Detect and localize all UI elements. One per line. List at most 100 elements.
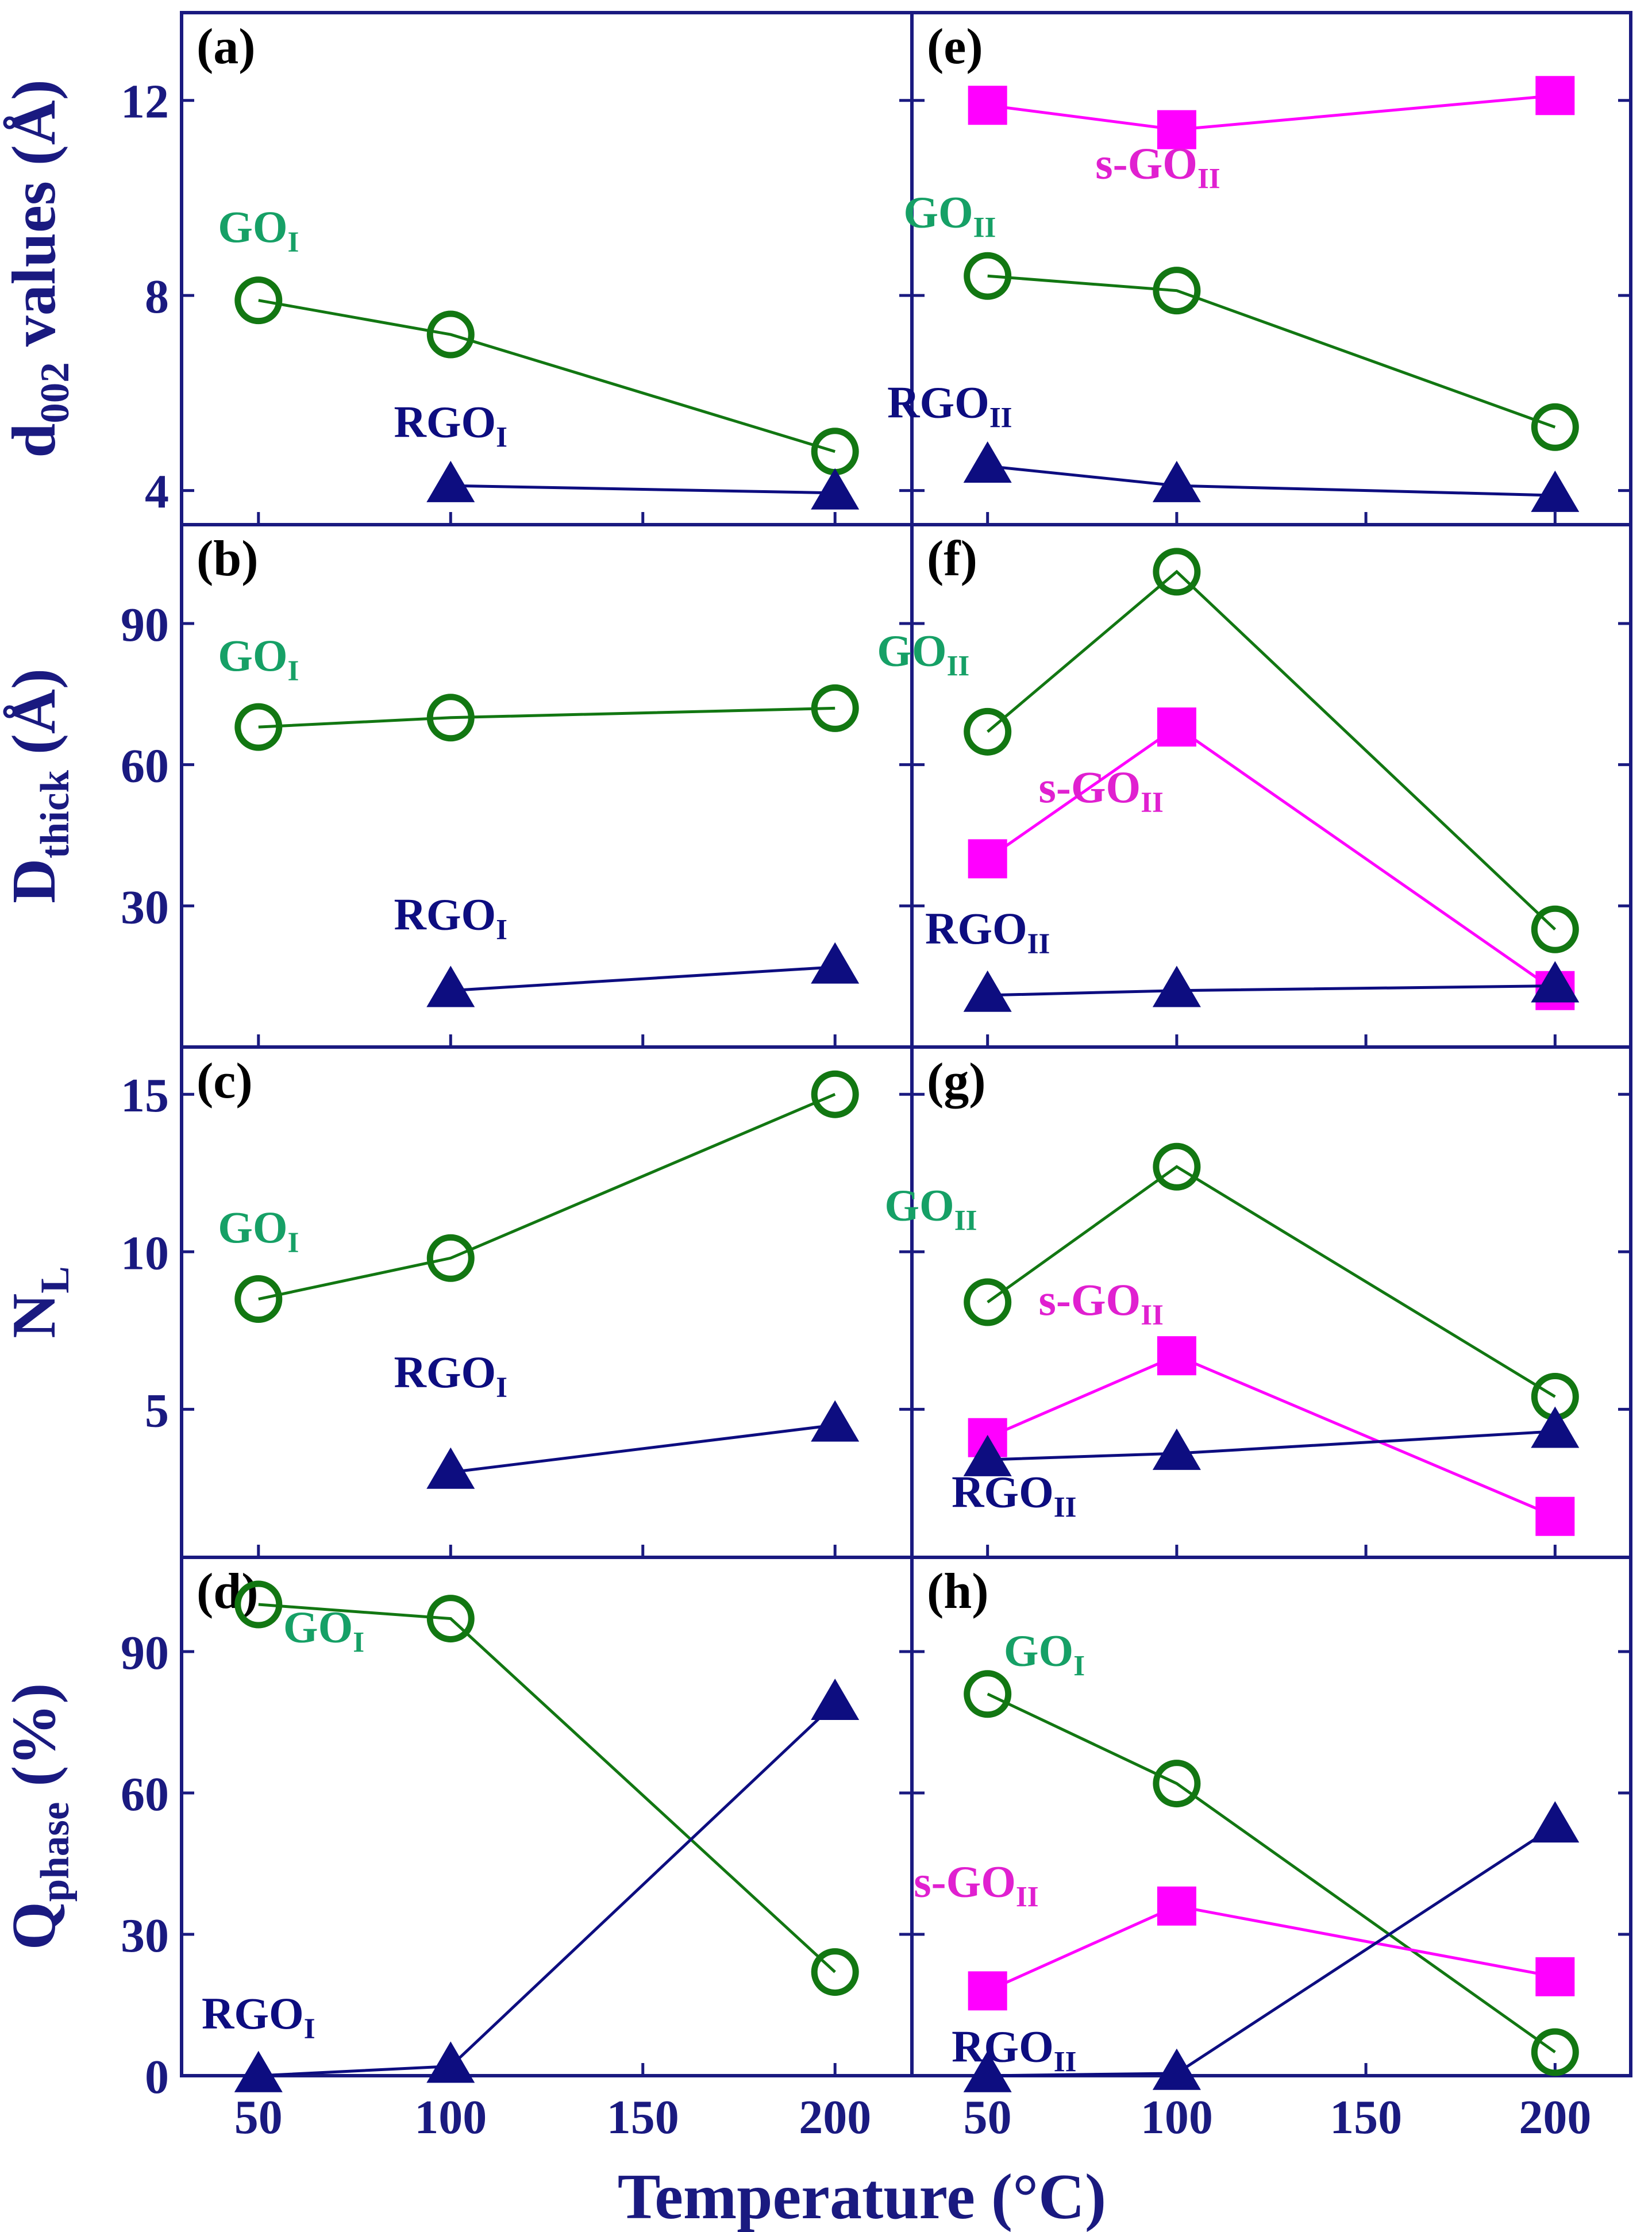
- panel-letter: (b): [197, 531, 259, 587]
- y-tick-label: 4: [145, 465, 169, 519]
- series-label: s-GOII: [1039, 762, 1164, 819]
- data-point-triangle: [811, 468, 860, 510]
- data-point-triangle: [1152, 965, 1201, 1007]
- panel-frame: [180, 1045, 914, 1559]
- data-point-circle: [811, 1948, 859, 1996]
- series-line: [987, 569, 1557, 931]
- series-go-i: GOI: [218, 630, 859, 751]
- y-tick-label: 90: [121, 598, 169, 652]
- series-go-ii: GOII: [884, 1142, 1579, 1421]
- series-label: GOII: [877, 626, 969, 683]
- series-sgo-ii: s-GOII: [968, 76, 1575, 195]
- series-rgo-ii: RGOII: [952, 1801, 1580, 2092]
- data-point-circle: [234, 703, 283, 751]
- series-label: GOI: [283, 1602, 364, 1659]
- series-line: [987, 274, 1556, 429]
- data-point-circle: [964, 1670, 1012, 1718]
- series-line: [258, 1092, 836, 1300]
- y-tick-label: 30: [121, 1909, 169, 1962]
- y-tick-label: 5: [145, 1384, 169, 1437]
- panel-letter: (d): [197, 1564, 259, 1619]
- data-point-circle: [1153, 267, 1201, 315]
- series-label: RGOI: [394, 889, 507, 946]
- data-point-circle: [234, 1275, 283, 1323]
- x-tick-label: 100: [1141, 2091, 1213, 2144]
- y-tick-label: 60: [121, 1768, 169, 1821]
- series-sgo-ii: s-GOII: [968, 1275, 1575, 1536]
- y-tick-label: 8: [145, 270, 169, 324]
- y-tick-label: 15: [121, 1069, 169, 1122]
- data-point-circle: [811, 684, 859, 732]
- panel-letter: (g): [927, 1053, 986, 1109]
- series-label: s-GOII: [914, 1856, 1038, 1913]
- data-point-triangle: [811, 1400, 860, 1442]
- data-point-circle: [1153, 548, 1201, 596]
- series-rgo-i: RGOI: [202, 1679, 860, 2092]
- data-point-circle: [1531, 403, 1579, 451]
- data-point-triangle: [963, 1434, 1012, 1476]
- series-line: [987, 1165, 1556, 1398]
- data-point-circle: [964, 707, 1012, 756]
- series-line: [450, 484, 835, 495]
- data-point-square: [1157, 707, 1196, 747]
- data-point-triangle: [811, 1679, 860, 1720]
- data-point-circle: [1153, 1760, 1201, 1808]
- series-go-i: GOI: [218, 202, 859, 476]
- series-line: [987, 1430, 1555, 1461]
- data-point-square: [968, 1971, 1007, 2011]
- panel-letter: (c): [197, 1053, 253, 1109]
- series-sgo-ii: s-GOII: [914, 1856, 1575, 2011]
- series-go-ii: GOII: [903, 187, 1579, 451]
- data-point-triangle: [1531, 961, 1580, 1003]
- data-point-triangle: [1152, 1428, 1201, 1470]
- data-point-triangle: [426, 2041, 475, 2083]
- series-line: [450, 965, 835, 992]
- series-rgo-i: RGOI: [394, 397, 860, 510]
- panel-letter: (e): [927, 19, 983, 75]
- series-line: [987, 464, 1555, 497]
- data-point-triangle: [1152, 460, 1201, 502]
- y-tick-label: 0: [145, 2050, 169, 2104]
- series-label: GOI: [218, 1202, 299, 1259]
- panel-frame: [910, 1556, 1632, 2077]
- series-label: GOI: [1004, 1626, 1085, 1683]
- data-point-triangle: [1531, 1801, 1580, 1843]
- y-axis-label: Qphase (%): [0, 1683, 78, 1950]
- series-rgo-i: RGOI: [394, 889, 860, 1007]
- series-line: [987, 94, 1555, 132]
- x-tick-label: 200: [1519, 2091, 1591, 2144]
- series-label: s-GOII: [1039, 1275, 1164, 1331]
- data-point-square: [1535, 1496, 1575, 1536]
- series-rgo-ii: RGOII: [925, 903, 1580, 1012]
- panel-b: 30 60 90 (b) Dthick (Å) GOI RGOI: [0, 523, 914, 1049]
- y-tick-label: 90: [121, 1626, 169, 1680]
- series-line: [258, 1702, 836, 2077]
- series-line: [987, 1904, 1555, 1992]
- x-tick-label: 150: [607, 2091, 679, 2144]
- y-axis-label: Dthick (Å): [0, 668, 78, 903]
- data-point-triangle: [1531, 1406, 1580, 1448]
- data-point-circle: [426, 694, 475, 742]
- y-tick-label: 60: [121, 740, 169, 793]
- series-line: [987, 1692, 1556, 2054]
- data-point-square: [968, 86, 1007, 125]
- panel-letter: (a): [197, 19, 256, 75]
- y-tick-label: 12: [121, 75, 169, 129]
- panel-frame: [910, 11, 1632, 526]
- y-tick-label: 30: [121, 880, 169, 934]
- data-point-circle: [426, 1595, 475, 1643]
- data-point-triangle: [963, 2050, 1012, 2092]
- data-point-circle: [1153, 1142, 1201, 1191]
- series-sgo-ii: s-GOII: [968, 707, 1575, 1010]
- data-point-triangle: [426, 1447, 475, 1489]
- x-tick-label: 50: [234, 2091, 283, 2144]
- series-rgo-ii: RGOII: [952, 1406, 1580, 1523]
- data-point-circle: [234, 276, 283, 325]
- panel-letter: (h): [927, 1564, 989, 1619]
- series-rgo-i: RGOI: [394, 1347, 860, 1489]
- series-line: [987, 984, 1555, 997]
